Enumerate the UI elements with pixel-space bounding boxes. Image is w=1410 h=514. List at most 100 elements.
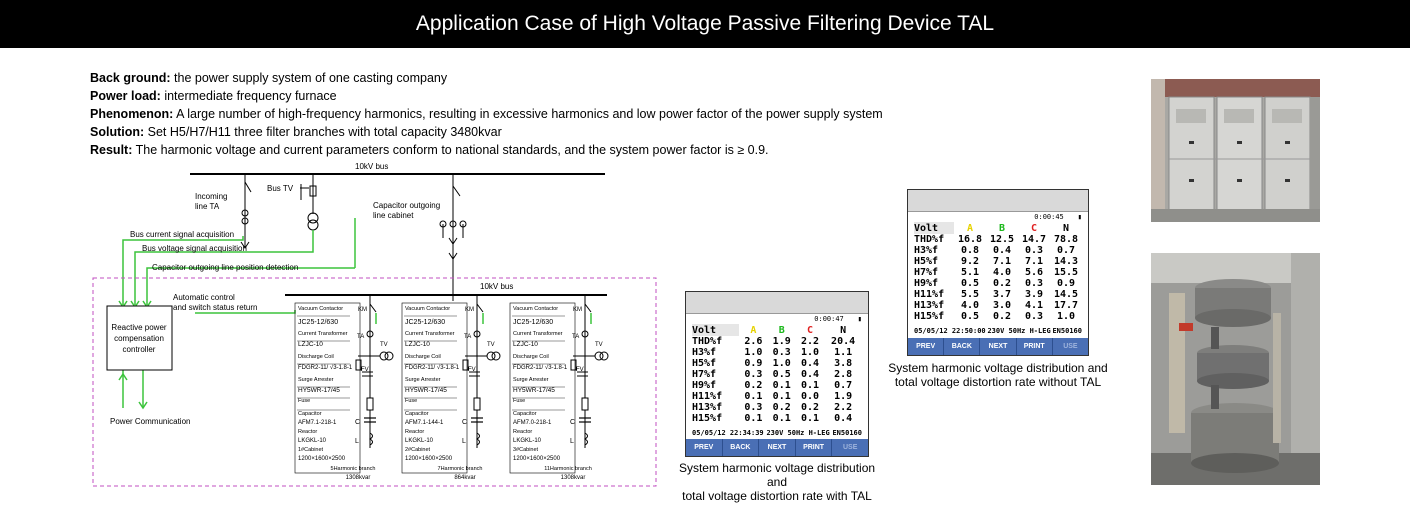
contactor-icon <box>584 303 592 313</box>
cell-value: 1.0 <box>1056 311 1076 322</box>
cell-value: 2.6 <box>744 336 763 347</box>
row-label: H15%f <box>692 413 723 424</box>
branch-reactor-label: Reactor <box>298 429 317 435</box>
cell-value: 1.9 <box>834 391 853 402</box>
branch-cabinet: 3#Cabinet <box>513 447 539 453</box>
bus-inner-label: 10kV bus <box>480 282 513 291</box>
ct-icon <box>366 330 374 338</box>
l-label: L <box>355 438 359 445</box>
cell-value: 0.3 <box>1024 278 1044 289</box>
print-button[interactable]: PRINT <box>1017 338 1053 355</box>
cap-cabinet-switch-icon <box>452 185 461 197</box>
branch-ct-label: Current Transformer <box>298 331 348 337</box>
branch-vc-label: Vacuum Contactor <box>513 306 558 312</box>
ta-label: TA <box>464 334 471 340</box>
tv-icon <box>594 351 604 361</box>
prev-button[interactable]: PREV <box>908 338 945 355</box>
cell-value: 0.1 <box>801 413 820 424</box>
case-description: Back ground: the power supply system of … <box>90 69 1070 159</box>
cell-value: 3.8 <box>834 358 853 369</box>
row-label: H3%f <box>914 245 939 256</box>
auto-control-label-1: Automatic control <box>173 293 235 302</box>
row-label: H3%f <box>692 347 717 358</box>
cell-value: 4.1 <box>1024 300 1044 311</box>
ct-icon <box>581 330 589 338</box>
use-button[interactable]: USE <box>1063 343 1078 350</box>
c-label: C <box>570 419 575 426</box>
branch-reactor-model: LKGKL-10 <box>513 438 542 444</box>
branch-cap-label: Capacitor <box>298 411 322 417</box>
ta-label: TA <box>572 334 579 340</box>
branch-capacity: 1308kvar <box>561 475 586 481</box>
fv-label: FV <box>468 367 476 373</box>
next-button[interactable]: NEXT <box>980 338 1017 355</box>
meter-status: 0:00:47 ▮ <box>686 314 868 324</box>
signal-current-label: Bus current signal acquisition <box>130 230 234 239</box>
contactor-icon <box>369 303 377 313</box>
branch-cabinet: 1#Cabinet <box>298 447 324 453</box>
branch-dims: 1200×1600×2500 <box>513 456 561 462</box>
cell-value: 4.0 <box>960 300 980 311</box>
branch-vc-model: JC25-12/630 <box>405 319 445 326</box>
cell-value: 15.5 <box>1053 267 1079 278</box>
cell-value: 0.4 <box>834 413 853 424</box>
print-button[interactable]: PRINT <box>796 439 833 456</box>
prev-button[interactable]: PREV <box>686 439 723 456</box>
branch-dc-label: Discharge Coil <box>298 354 334 360</box>
cell-value: 1.0 <box>772 358 791 369</box>
c-label: C <box>462 419 467 426</box>
back-button[interactable]: BACK <box>723 439 760 456</box>
cell-value: 3.7 <box>992 289 1012 300</box>
km-label: KM <box>573 307 582 313</box>
back-button[interactable]: BACK <box>944 338 981 355</box>
battery-icon: ▮ <box>857 315 862 323</box>
branch-reactor-model: LKGKL-10 <box>298 438 327 444</box>
power-comm-label: Power Communication <box>110 417 190 426</box>
cell-value: 5.1 <box>960 267 980 278</box>
bus-tv-label: Bus TV <box>267 184 294 193</box>
branch-reactor-label: Reactor <box>513 429 532 435</box>
cell-value: 2.2 <box>834 402 853 413</box>
branch-capacity: 1308kvar <box>346 475 371 481</box>
meter-buttons: PREV BACK NEXT PRINT USE <box>686 439 868 456</box>
branch-ct-model: LZJC-10 <box>298 341 323 348</box>
meter-top-bar <box>686 292 868 314</box>
reactor-icon <box>369 432 373 446</box>
cell-value: 0.9 <box>1056 278 1076 289</box>
desc-line-phenomenon: Phenomenon: A large number of high-frequ… <box>90 107 883 121</box>
cell-value: 2.8 <box>834 369 853 380</box>
incoming-switch-icon <box>244 181 252 193</box>
tv-icon <box>486 351 496 361</box>
ta-label: TA <box>357 334 364 340</box>
row-label: H13%f <box>914 300 945 311</box>
auto-control-label-2: and switch status return <box>173 303 257 312</box>
signal-position-label: Capacitor outgoing line position detecti… <box>152 263 298 272</box>
branch-cap-label: Capacitor <box>405 411 429 417</box>
cell-value: 0.2 <box>801 402 820 413</box>
photo-reactors <box>1151 253 1320 485</box>
cell-value: 0.4 <box>801 369 820 380</box>
arrester-icon <box>462 359 469 371</box>
fuse-icon <box>581 397 589 411</box>
cell-value: 0.4 <box>801 358 820 369</box>
branch-name: 5Harmonic branch <box>331 466 376 472</box>
row-label: H7%f <box>914 267 939 278</box>
incoming-ta-label-2: line TA <box>195 202 220 211</box>
cell-value: 0.2 <box>992 278 1012 289</box>
use-button[interactable]: USE <box>842 444 858 451</box>
branch-cap-model: AFM7.1-218-1 <box>298 420 337 426</box>
arrester-icon <box>570 359 577 371</box>
l-label: L <box>462 438 466 445</box>
desc-line-background: Back ground: the power supply system of … <box>90 71 448 85</box>
next-button[interactable]: NEXT <box>759 439 796 456</box>
